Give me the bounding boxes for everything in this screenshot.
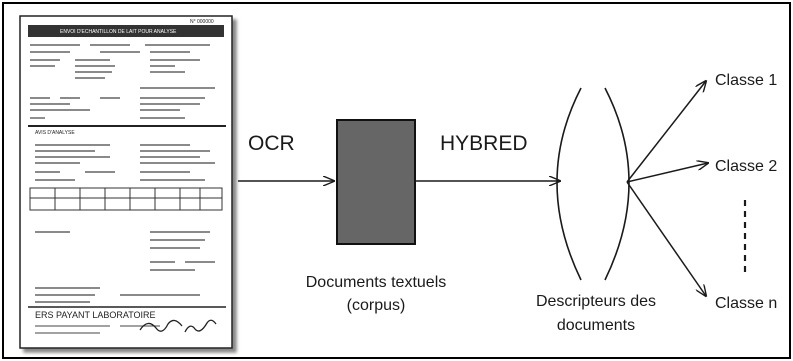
corpus-label-line2: (corpus) xyxy=(347,297,406,314)
document-table xyxy=(29,187,223,211)
descriptors-label-line2: documents xyxy=(557,317,635,334)
ocr-label: OCR xyxy=(248,132,295,155)
document-text-block xyxy=(35,144,215,181)
document-number: N° 000000 xyxy=(190,19,214,25)
document-sheet xyxy=(19,15,233,349)
document-text-lines xyxy=(30,44,215,119)
descriptors-label-line1: Descripteurs des xyxy=(536,293,656,310)
class-2-label: Classe 2 xyxy=(715,158,777,175)
class-1-label: Classe 1 xyxy=(715,72,777,89)
arrow-to-class-2 xyxy=(626,163,708,183)
document-subtitle: AVIS D'ANALYSE xyxy=(35,130,75,136)
arrow-to-class-n xyxy=(626,181,706,296)
document-header-text: ENVOI D'ECHANTILLON DE LAIT POUR ANALYSE xyxy=(60,29,177,35)
signature-mark-2 xyxy=(184,319,217,333)
signature-mark xyxy=(139,319,183,332)
hybred-label: HYBRED xyxy=(440,132,528,155)
document-header-band xyxy=(28,25,224,37)
descriptors-brackets xyxy=(556,87,630,281)
corpus-box xyxy=(336,119,416,245)
class-n-label: Classe n xyxy=(715,295,777,312)
corpus-label-line1: Documents textuels xyxy=(306,274,447,291)
arrow-to-class-1 xyxy=(626,81,706,183)
scanned-document: ENVOI D'ECHANTILLON DE LAIT POUR ANALYSE… xyxy=(19,15,233,349)
document-footer-text: ERS PAYANT LABORATOIRE xyxy=(35,310,156,320)
document-lower-lines xyxy=(35,231,215,303)
